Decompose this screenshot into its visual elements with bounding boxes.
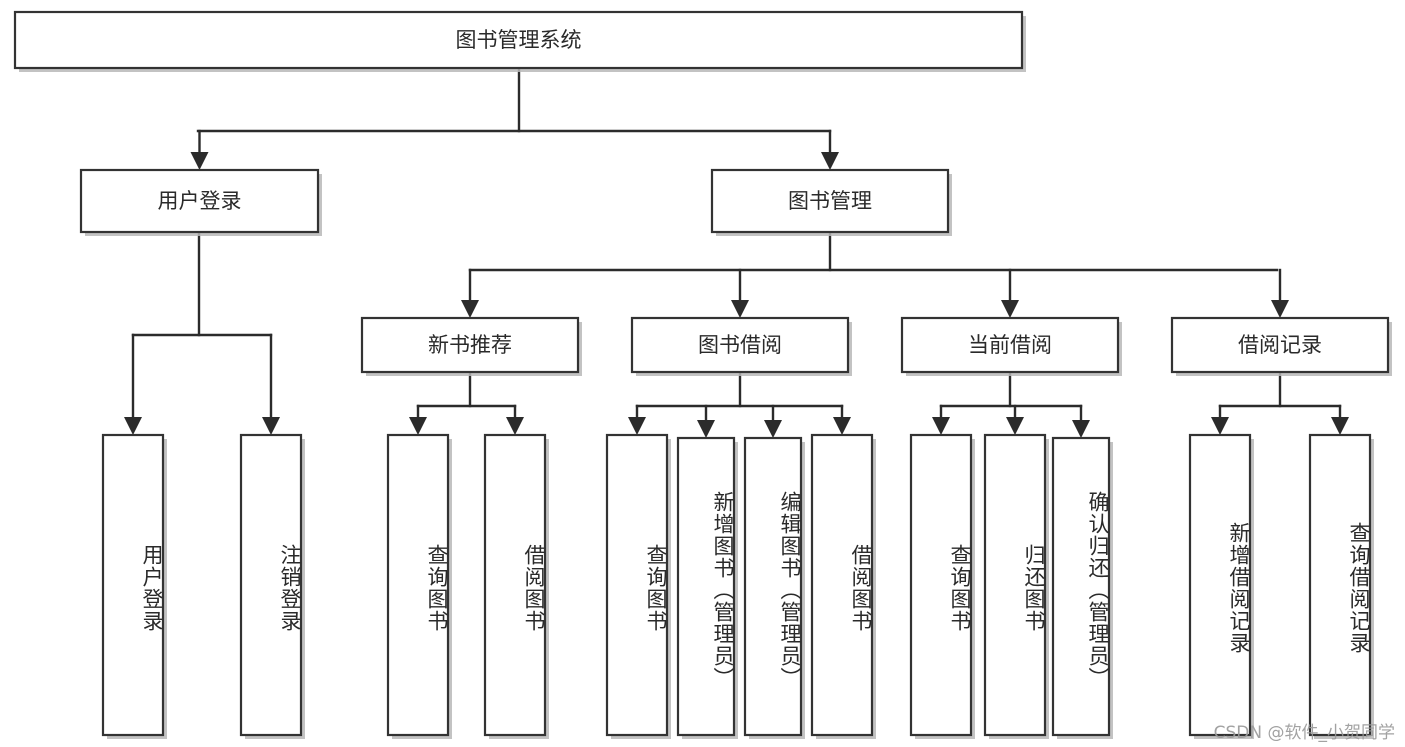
node-leaf-leaf-query-borrow-record-label-wrap: 查询借阅记录 — [1347, 522, 1370, 654]
arrow-leaf-book-borrow-1-head — [697, 420, 715, 438]
node-leaf-leaf-borrow-book-rec-box[interactable] — [483, 433, 547, 737]
arrow-level2-0-head — [461, 300, 479, 318]
node-leaf-leaf-query-book-current-label: 查询图书 — [948, 544, 971, 632]
arrow-level2-1-head — [731, 300, 749, 318]
arrow-level2-3-head — [1271, 300, 1289, 318]
node-leaf-leaf-query-book-borrow-label: 查询图书 — [644, 544, 667, 632]
node-level2-borrow-record-box[interactable] — [1170, 316, 1390, 374]
arrow-level1-1-head — [821, 152, 839, 170]
csdn-watermark: CSDN @软件_小贺同学 — [1213, 723, 1395, 743]
arrow-leaf-borrow-record-0-head — [1211, 417, 1229, 435]
node-leaf-leaf-confirm-return-admin-label-wrap: 确认归还（管理员） — [1086, 490, 1109, 689]
node-leaf-leaf-add-book-admin-label: 新增图书（管理员） — [711, 490, 734, 689]
node-leaf-leaf-logout-login-label: 注销登录 — [278, 544, 301, 632]
node-leaf-leaf-borrow-book-borrow-box[interactable] — [810, 433, 874, 737]
arrow-leaf-book-borrow-0-head — [628, 417, 646, 435]
arrow-leaf-new-book-recommend-0-head — [409, 417, 427, 435]
node-root-label: 图书管理系统 — [456, 28, 582, 52]
arrow-level2-2-head — [1001, 300, 1019, 318]
node-leaf-leaf-logout-login-box[interactable] — [239, 433, 303, 737]
node-leaf-leaf-query-book-rec-box[interactable] — [386, 433, 450, 737]
node-root-box[interactable] — [13, 10, 1024, 70]
node-leaf-leaf-edit-book-admin-box[interactable] — [743, 436, 803, 737]
node-level1-book-manage-label: 图书管理 — [788, 189, 872, 213]
arrow-leaf-new-book-recommend-1-head — [506, 417, 524, 435]
node-level2-borrow-record-label: 借阅记录 — [1238, 333, 1322, 357]
node-level1-user-login-box[interactable] — [79, 168, 320, 234]
node-level1-user-login-label: 用户登录 — [158, 189, 242, 213]
node-leaf-leaf-user-login-box[interactable] — [101, 433, 165, 737]
node-leaf-leaf-return-book-box[interactable] — [983, 433, 1047, 737]
arrow-leaf-book-borrow-2-head — [764, 420, 782, 438]
node-leaf-leaf-borrow-book-rec-label: 借阅图书 — [522, 544, 545, 632]
arrow-leaf-book-borrow-3-head — [833, 417, 851, 435]
node-leaf-leaf-confirm-return-admin-label: 确认归还（管理员） — [1086, 490, 1109, 689]
node-leaf-leaf-add-book-admin-label-wrap: 新增图书（管理员） — [711, 490, 734, 689]
node-leaf-leaf-add-book-admin-box[interactable] — [676, 436, 736, 737]
arrow-leaf-user-login-1-head — [262, 417, 280, 435]
node-leaf-leaf-edit-book-admin-label-wrap: 编辑图书（管理员） — [778, 490, 801, 689]
node-leaf-leaf-add-borrow-record-box[interactable] — [1188, 433, 1252, 737]
node-leaf-leaf-query-book-borrow-box[interactable] — [605, 433, 669, 737]
node-level2-new-book-recommend-box[interactable] — [360, 316, 580, 374]
node-leaf-leaf-query-book-rec-label: 查询图书 — [425, 544, 448, 632]
node-level2-new-book-recommend-label: 新书推荐 — [428, 333, 512, 357]
node-level2-current-borrow-box[interactable] — [900, 316, 1120, 374]
node-leaf-leaf-add-borrow-record-label: 新增借阅记录 — [1227, 522, 1250, 654]
arrow-leaf-current-borrow-2-head — [1072, 420, 1090, 438]
node-leaf-leaf-query-book-borrow-label-wrap: 查询图书 — [644, 544, 667, 632]
node-leaf-leaf-borrow-book-borrow-label-wrap: 借阅图书 — [849, 544, 872, 632]
node-leaf-leaf-query-borrow-record-box[interactable] — [1308, 433, 1372, 737]
node-leaf-leaf-query-book-rec-label-wrap: 查询图书 — [425, 544, 448, 632]
arrow-leaf-current-borrow-1-head — [1006, 417, 1024, 435]
arrow-leaf-current-borrow-0-head — [932, 417, 950, 435]
node-leaf-leaf-query-book-current-label-wrap: 查询图书 — [948, 544, 971, 632]
node-leaf-leaf-return-book-label-wrap: 归还图书 — [1022, 544, 1045, 632]
arrow-leaf-user-login-0-head — [124, 417, 142, 435]
node-level2-book-borrow-label: 图书借阅 — [698, 333, 782, 357]
node-layer: 图书管理系统用户登录图书管理新书推荐图书借阅当前借阅借阅记录用户登录注销登录查询… — [13, 10, 1392, 739]
arrow-level1-0-head — [190, 152, 209, 170]
node-leaf-leaf-borrow-book-rec-label-wrap: 借阅图书 — [522, 544, 545, 632]
node-leaf-leaf-query-book-current-box[interactable] — [909, 433, 973, 737]
node-leaf-leaf-query-borrow-record-label: 查询借阅记录 — [1347, 522, 1370, 654]
node-leaf-leaf-return-book-label: 归还图书 — [1022, 544, 1045, 632]
node-leaf-leaf-confirm-return-admin-box[interactable] — [1051, 436, 1111, 737]
node-level2-current-borrow-label: 当前借阅 — [968, 333, 1052, 357]
arrow-leaf-borrow-record-1-head — [1331, 417, 1349, 435]
node-level1-book-manage-box[interactable] — [710, 168, 950, 234]
node-leaf-leaf-edit-book-admin-label: 编辑图书（管理员） — [778, 490, 801, 689]
node-leaf-leaf-user-login-label-wrap: 用户登录 — [140, 544, 163, 632]
node-leaf-leaf-user-login-label: 用户登录 — [140, 544, 163, 632]
node-leaf-leaf-borrow-book-borrow-label: 借阅图书 — [849, 544, 872, 632]
node-leaf-leaf-add-borrow-record-label-wrap: 新增借阅记录 — [1227, 522, 1250, 654]
connector-layer — [124, 66, 1349, 438]
node-leaf-leaf-logout-login-label-wrap: 注销登录 — [278, 544, 301, 632]
node-level2-book-borrow-box[interactable] — [630, 316, 850, 374]
